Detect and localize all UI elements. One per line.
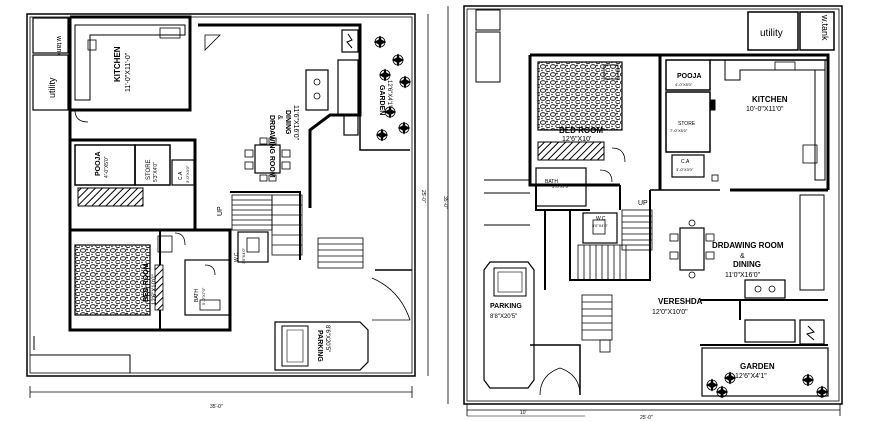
ca-size: 3'-0"X3'0" [185,165,190,183]
parking-size-right: 8'8"X20'5" [490,314,517,320]
parking-label-right: PARKING [490,303,522,310]
ca-label-right: C.A [681,159,690,165]
garden-label-right: GARDEN [740,362,775,371]
plan-right [447,5,843,417]
drawing-room-label-right: DRDAWING ROOM [712,241,784,250]
store-size-right: 7'-0"X5'0" [670,128,688,133]
kitchen-label-right: KITCHEN [752,95,788,104]
pooja-size: 4'-0"X5'0" [104,156,110,178]
up-label-right: UP [638,200,648,207]
wc-label: W.C [234,252,240,262]
bath-size: 5'-0"X7'0" [201,287,206,305]
drawing-room-label: DRDAWING ROOM [268,115,275,178]
up-label: UP [217,206,224,216]
wtank-label: w.tank [55,35,62,56]
bottom-dimension-right-2: 10' [520,410,527,416]
wc-label-right: W.C [596,216,606,222]
drawing-size-right: 11'0"X16'0" [725,272,761,279]
bottom-dimension: 35'-0" [210,404,223,410]
side-dimension: 25'-0" [420,190,426,203]
dining-label: DINING [284,110,291,135]
bedroom-label-right: BED ROOM [559,126,603,135]
verandah-label-right: VERESHDA [658,297,703,306]
utility-label-right: utility [760,28,783,39]
drawing-size: 11'6"X16'0" [292,105,299,141]
kitchen-label: KITCHEN [113,46,122,82]
outer-boundary-right [463,5,843,405]
amp-label: & [276,115,283,120]
plan-left [26,13,429,398]
bedroom-size-right: 12'6"X10' [562,136,591,143]
garden-size-right: 12'6"X4'1" [735,373,767,380]
wc-size: 3'0"X4'0" [241,247,246,264]
utility-label: utility [47,77,57,98]
parking-label: PARKING [316,330,323,362]
store-label-right: STORE [678,121,696,127]
bath-label-right: BATH [545,179,558,185]
ca-label: C.A [178,171,184,180]
wc-size-right: 3'0"X4'0" [592,223,609,228]
bedroom-size: 12'6"X10'0" [152,274,158,305]
wtank-label-right: w.tank [820,14,830,41]
dining-label-right: DINING [733,260,761,269]
verandah-size-right: 12'0"X10'0" [652,309,688,316]
store-label: STORE [146,159,152,180]
plan-left-labels: w.tank utility KITCHEN 11'-0"X11'-0" DRD… [47,35,426,410]
pooja-size-right: 4'-0"X5'0" [675,82,693,87]
pooja-label-right: POOJA [677,73,702,80]
ca-size-right: 3'-0"X3'0" [676,167,694,172]
outer-boundary [26,13,416,377]
bath-size-right: 5'-0"X7'0" [552,184,570,189]
garden-label: GARDEN [378,85,385,115]
side-dimension-right: 35'-0" [442,196,448,209]
bottom-dimension-right: 25'-0" [640,415,653,421]
pooja-label: POOJA [95,151,102,176]
kitchen-size: 11'-0"X11'-0" [125,52,132,92]
store-size: 5'3"X4'0" [153,162,159,182]
bath-label: BATH [194,289,200,302]
amp-label-right: & [740,253,745,260]
garden-size: 12'6"X4'1" [386,80,392,107]
bedroom-label: BED ROOM [143,263,150,302]
kitchen-size-right: 10'-0"X11'0" [746,106,784,113]
plan-right-labels: utility w.tank BED ROOM 12'6"X10' POOJA … [442,14,830,421]
parking-size: 8'6"X20'5" [324,325,330,352]
